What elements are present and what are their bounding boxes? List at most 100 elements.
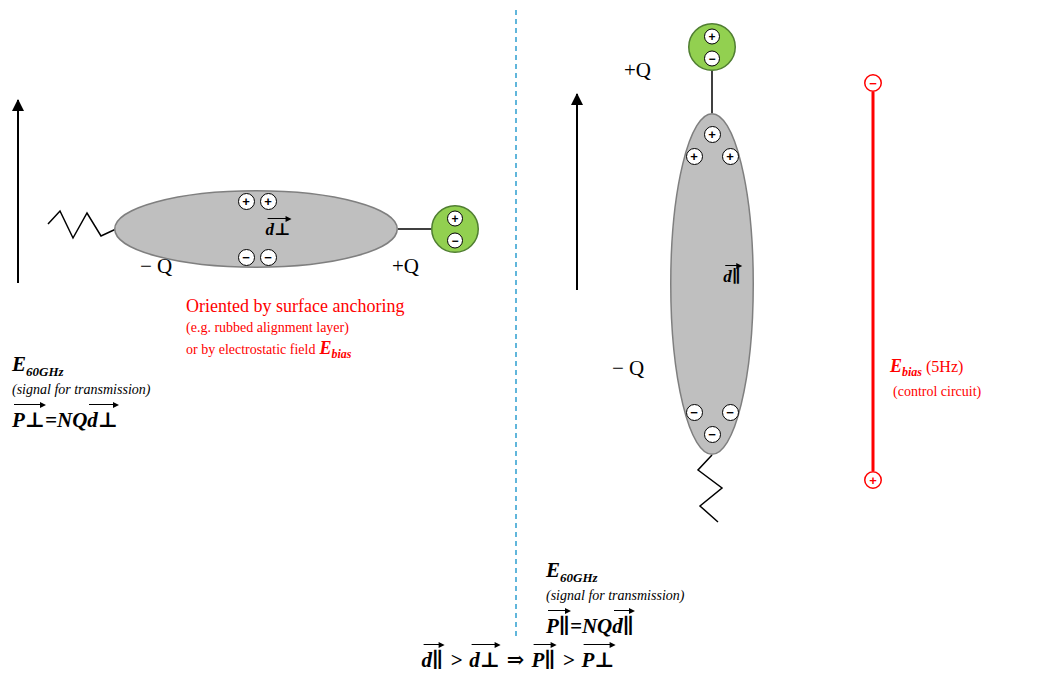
molecule-ellipse: d∥+++−−− (670, 113, 754, 455)
field-symbol: E (546, 558, 560, 583)
charge-circle: − (238, 249, 255, 266)
text-slot: + (726, 148, 734, 164)
annotation-note: Oriented by surface anchoring (186, 296, 404, 317)
charge-circle: + (704, 126, 721, 143)
charge-sign: + (708, 128, 716, 141)
label-group: (control circuit) (893, 384, 981, 400)
node-outline-shape (238, 249, 254, 265)
charge-circle: + (686, 148, 703, 165)
field-subscript: 60GHz (26, 364, 64, 380)
charge-sign: − (869, 77, 877, 90)
formula-term: d⊥ (469, 642, 500, 673)
field-subscript: bias (331, 347, 351, 362)
node-outline-shape (704, 426, 720, 442)
label-group: +Q (392, 254, 419, 279)
charge-sign: + (704, 29, 720, 45)
bond-line (711, 71, 713, 113)
charge-label: − Q (612, 356, 644, 381)
dipole-head: +− (688, 23, 736, 71)
charge-sign: − (708, 428, 716, 441)
text-slot: d⊥ (266, 216, 291, 238)
label-group: Oriented by surface anchoring (186, 296, 404, 317)
alkyl-tail (48, 211, 116, 238)
electrode-terminal: + (864, 471, 882, 489)
label-group: E60GHz (12, 352, 64, 377)
formula-term: =NQ (45, 408, 87, 433)
charge-label: +Q (624, 58, 651, 83)
label-group: (e.g. rubbed alignment layer) (186, 320, 349, 336)
text-slot: + (708, 126, 716, 142)
charge-sign: − (264, 251, 272, 264)
label-group: or by electrostatic fieldEbias (186, 338, 351, 359)
node-outline-shape (689, 24, 736, 71)
text-slot: + (264, 193, 272, 209)
annotation-note: (e.g. rubbed alignment layer) (186, 320, 349, 336)
node-outline-shape (686, 404, 702, 420)
field-subscript: bias (902, 365, 922, 380)
annotation-note: (control circuit) (893, 384, 981, 400)
charge-sign: − (447, 233, 463, 249)
field-arrow (576, 94, 578, 290)
formula-term: > (450, 648, 462, 673)
node-outline-shape (865, 75, 882, 92)
field-arrow (17, 100, 19, 283)
charge-sign: + (242, 195, 250, 208)
formula-term: P∥ (546, 608, 570, 639)
node-outline (670, 113, 754, 455)
charge-sign: − (690, 406, 698, 419)
text-slot: − (690, 404, 698, 420)
text-slot: + (869, 472, 877, 488)
label-group: (signal for transmission) (546, 588, 684, 604)
text-slot: − (264, 249, 272, 265)
charge-sign: + (869, 474, 877, 487)
label-group: E60GHz (546, 558, 598, 583)
charge-label: − Q (140, 254, 172, 279)
annotation-note: or by electrostatic field (186, 342, 315, 358)
node-outline-shape (704, 126, 720, 142)
charge-circle: + (260, 193, 277, 210)
node-outline-shape (686, 148, 702, 164)
electrode-terminal: − (864, 74, 882, 92)
charge-sign: − (704, 51, 720, 67)
charge-circle: − (260, 249, 277, 266)
formula-term: P⊥ (12, 402, 45, 433)
text-slot: + (704, 28, 720, 45)
dipole-head: +− (431, 205, 479, 253)
signal-note: (signal for transmission) (546, 588, 684, 604)
text-slot: + (242, 193, 250, 209)
formula-term: P⊥ (581, 642, 614, 673)
node-outline-shape (260, 193, 276, 209)
signal-note: (signal for transmission) (12, 382, 150, 398)
text-slot: + (690, 148, 698, 164)
field-symbol: E (12, 352, 26, 377)
formula-term: ⇒ (507, 647, 525, 673)
bond-line (398, 228, 431, 230)
charge-sign: − (242, 251, 250, 264)
field-symbol: E (319, 338, 331, 359)
charge-sign: + (447, 211, 463, 227)
charge-circle: − (722, 404, 739, 421)
node-outline-shape (432, 206, 479, 253)
charge-circle: + (238, 193, 255, 210)
text-slot: d∥ (723, 263, 741, 285)
annotation-note: (5Hz) (926, 358, 963, 376)
node-outline-shape (671, 114, 754, 455)
label-group: Ebias(5Hz) (890, 356, 963, 377)
label-group: P∥=NQd∥ (546, 608, 634, 639)
label-group: − Q (612, 356, 644, 381)
formula-term: d⊥ (87, 402, 118, 433)
alkyl-tail (698, 455, 722, 522)
text-slot: + (447, 210, 463, 227)
charge-sign: + (264, 195, 272, 208)
formula-term: =NQ (570, 614, 612, 639)
charge-sign: + (690, 150, 698, 163)
node-outline-shape (238, 193, 254, 209)
label-group: (signal for transmission) (12, 382, 150, 398)
text-slot: − (447, 232, 463, 249)
label-group: d∥>d⊥⇒P∥>P⊥ (422, 642, 615, 673)
